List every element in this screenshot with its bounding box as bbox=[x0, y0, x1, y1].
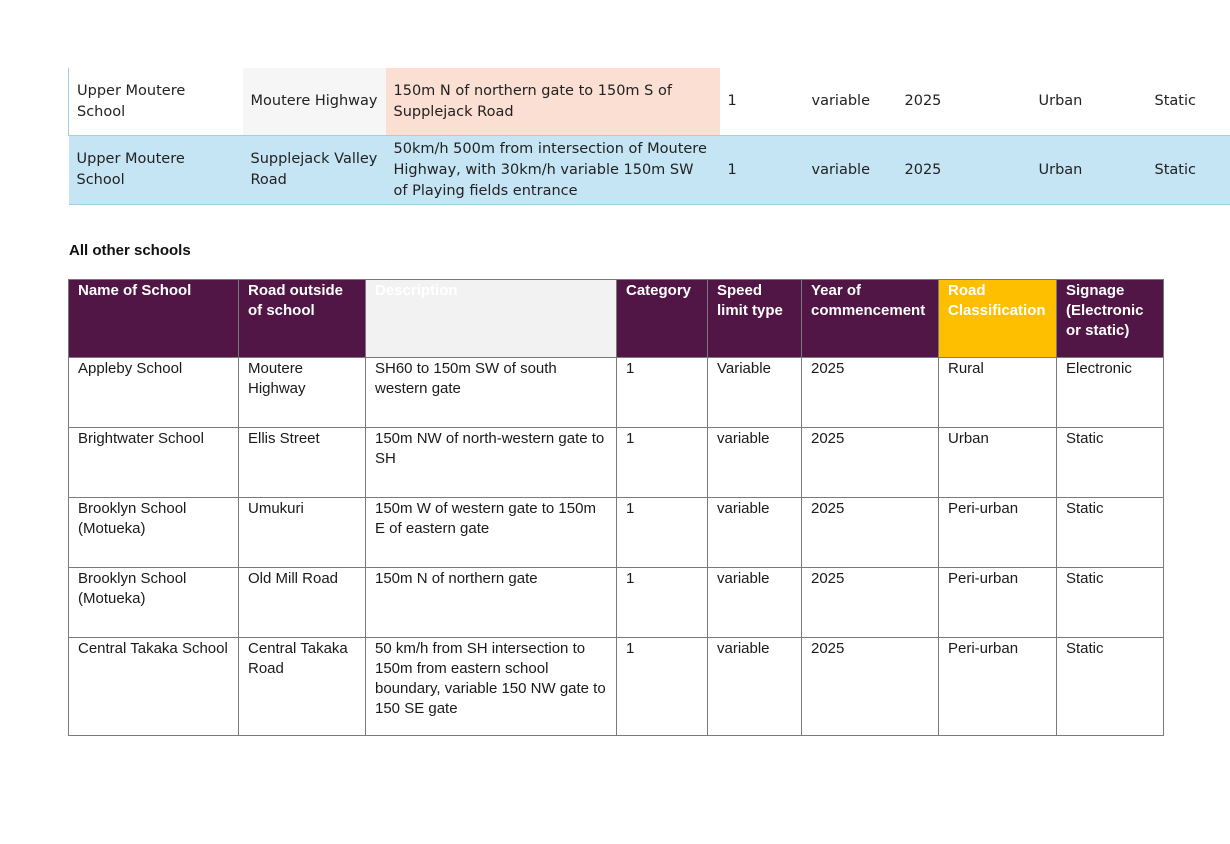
school-name-cell: Brightwater School bbox=[68, 427, 239, 498]
header-road: Road outside of school bbox=[238, 279, 366, 358]
table-row: Brooklyn School (Motueka) Umukuri 150m W… bbox=[68, 497, 1164, 568]
road-cell: Supplejack Valley Road bbox=[242, 135, 386, 205]
category-cell: 1 bbox=[616, 567, 708, 638]
speed-limit-type-cell: variable bbox=[707, 497, 802, 568]
year-cell: 2025 bbox=[904, 93, 942, 109]
road-cell: Moutere Highway bbox=[238, 357, 366, 428]
road-cell: Central Takaka Road bbox=[238, 637, 366, 736]
schools-table: Name of School Road outside of school De… bbox=[68, 279, 1164, 736]
school-name-cell: Brooklyn School (Motueka) bbox=[68, 567, 239, 638]
header-speed-limit-type: Speed limit type bbox=[707, 279, 802, 358]
upper-moutere-table: Upper Moutere School Moutere Highway 150… bbox=[68, 68, 1230, 205]
description-cell: 150m N of northern gate to 150m S of Sup… bbox=[385, 68, 720, 136]
road-classification-cell: Rural bbox=[938, 357, 1057, 428]
table-row: Brooklyn School (Motueka) Old Mill Road … bbox=[68, 567, 1164, 638]
road-classification-cell: Peri-urban bbox=[938, 497, 1057, 568]
description-cell: SH60 to 150m SW of south western gate bbox=[365, 357, 617, 428]
signage-cell: Electronic bbox=[1056, 357, 1164, 428]
road-cell: Moutere Highway bbox=[242, 68, 386, 136]
speed-limit-type-cell: Variable bbox=[707, 357, 802, 428]
header-signage: Signage (Electronic or static) bbox=[1056, 279, 1164, 358]
description-cell: 150m W of western gate to 150m E of east… bbox=[365, 497, 617, 568]
description-cell: 50 km/h from SH intersection to 150m fro… bbox=[365, 637, 617, 736]
header-year: Year of commencement bbox=[801, 279, 939, 358]
category-cell: 1 bbox=[719, 135, 804, 205]
year-cell: 2025 bbox=[801, 637, 939, 736]
school-name-cell: Central Takaka School bbox=[68, 637, 239, 736]
category-cell: 1 bbox=[616, 637, 708, 736]
speed-limit-type-cell: variable bbox=[707, 637, 802, 736]
description-cell: 150m NW of north-western gate to SH bbox=[365, 427, 617, 498]
year-cell: 2025 bbox=[801, 427, 939, 498]
table-row: Upper Moutere School Supplejack Valley R… bbox=[68, 135, 1230, 205]
header-category: Category bbox=[616, 279, 708, 358]
year-cell: 2025 bbox=[896, 135, 1031, 205]
road-cell: Old Mill Road bbox=[238, 567, 366, 638]
signage-cell: Static bbox=[1146, 135, 1230, 205]
road-classification-cell: Urban bbox=[938, 427, 1057, 498]
table-row: Appleby School Moutere Highway SH60 to 1… bbox=[68, 357, 1164, 428]
signage-cell: Static bbox=[1154, 93, 1196, 109]
table-row: Brightwater School Ellis Street 150m NW … bbox=[68, 427, 1164, 498]
category-cell: 1 bbox=[616, 427, 708, 498]
signage-cell: Static bbox=[1056, 567, 1164, 638]
road-classification-cell: Peri-urban bbox=[938, 567, 1057, 638]
description-cell: 50km/h 500m from intersection of Moutere… bbox=[385, 135, 720, 205]
category-cell: 1 bbox=[616, 497, 708, 568]
school-name-cell: Brooklyn School (Motueka) bbox=[68, 497, 239, 568]
category-cell: 1 bbox=[727, 93, 737, 109]
road-cell: Umukuri bbox=[238, 497, 366, 568]
year-cell: 2025 bbox=[801, 567, 939, 638]
signage-cell: Static bbox=[1056, 637, 1164, 736]
section-heading: All other schools bbox=[69, 242, 191, 259]
signage-cell: Static bbox=[1056, 497, 1164, 568]
header-description: Description bbox=[365, 279, 617, 358]
description-cell: 150m N of northern gate bbox=[365, 567, 617, 638]
table-header-row: Name of School Road outside of school De… bbox=[68, 279, 1164, 358]
table-row: Upper Moutere School Moutere Highway 150… bbox=[68, 68, 1230, 136]
header-road-classification: Road Classification bbox=[938, 279, 1057, 358]
school-name-cell: Appleby School bbox=[68, 357, 239, 428]
signage-cell: Static bbox=[1056, 427, 1164, 498]
header-school: Name of School bbox=[68, 279, 239, 358]
speed-limit-type-cell: variable bbox=[811, 93, 871, 109]
speed-limit-type-cell: variable bbox=[707, 427, 802, 498]
road-classification-cell: Urban bbox=[1038, 93, 1083, 109]
speed-limit-type-cell: variable bbox=[803, 135, 897, 205]
table-row: Central Takaka School Central Takaka Roa… bbox=[68, 637, 1164, 736]
school-name-cell: Upper Moutere School bbox=[68, 68, 243, 136]
year-cell: 2025 bbox=[801, 357, 939, 428]
road-classification-cell: Urban bbox=[1030, 135, 1147, 205]
road-cell: Ellis Street bbox=[238, 427, 366, 498]
school-name-cell: Upper Moutere School bbox=[68, 135, 243, 205]
year-cell: 2025 bbox=[801, 497, 939, 568]
category-cell: 1 bbox=[616, 357, 708, 428]
speed-limit-type-cell: variable bbox=[707, 567, 802, 638]
road-classification-cell: Peri-urban bbox=[938, 637, 1057, 736]
